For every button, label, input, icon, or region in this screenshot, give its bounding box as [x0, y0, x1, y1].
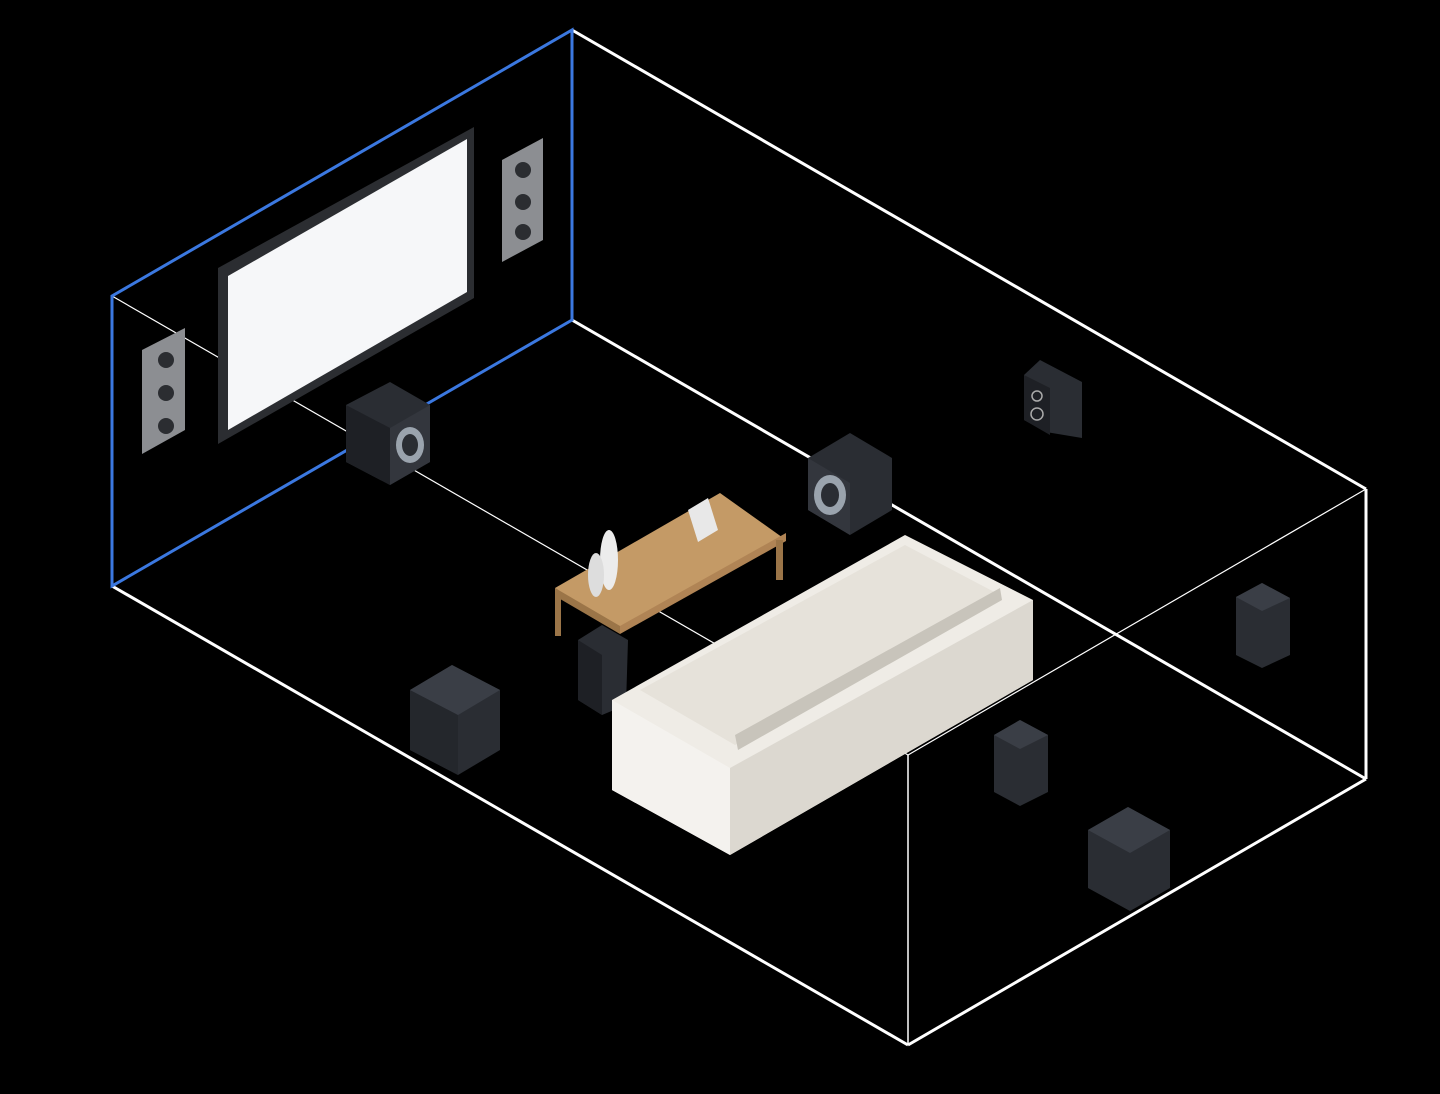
- subwoofer-left[interactable]: [410, 665, 500, 775]
- surround-right-speaker[interactable]: [1236, 583, 1290, 668]
- rear-surround-left-speaker[interactable]: [994, 720, 1048, 806]
- front-left-speaker[interactable]: [346, 382, 430, 485]
- front-right-speaker[interactable]: [808, 433, 892, 535]
- right-wall-speaker[interactable]: [502, 138, 543, 262]
- vase: [588, 553, 604, 597]
- left-wall-speaker[interactable]: [142, 328, 185, 454]
- sofa: [612, 535, 1033, 855]
- center-speaker[interactable]: [578, 625, 628, 715]
- rear-height-speaker[interactable]: [1024, 360, 1082, 438]
- projection-screen[interactable]: [218, 127, 474, 444]
- rear-subwoofer[interactable]: [1088, 807, 1170, 911]
- picture-frame: [688, 498, 718, 542]
- vase: [600, 530, 618, 590]
- front-wall-outline: [110, 27, 574, 589]
- coffee-table: [555, 493, 786, 636]
- room-wireframe: [111, 28, 1368, 1047]
